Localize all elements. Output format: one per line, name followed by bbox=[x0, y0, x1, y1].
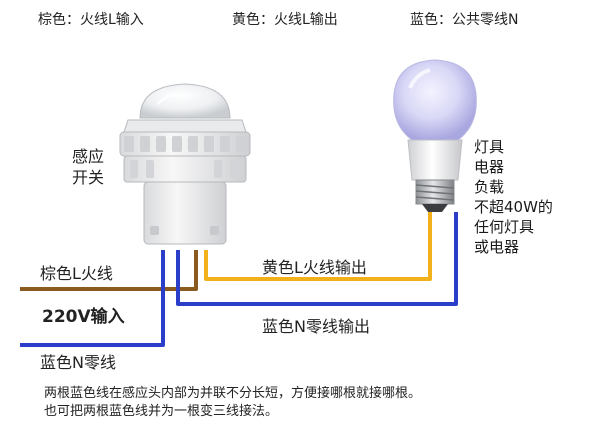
blue-neutral-output-label: 蓝色N零线输出 bbox=[262, 317, 370, 336]
load-label-line4: 不超40W的 bbox=[474, 198, 553, 216]
load-label: 灯具 电器 负载 不超40W的 任何灯具 或电器 bbox=[474, 137, 553, 257]
load-label-line3: 负载 bbox=[474, 178, 505, 196]
load-label-line6: 或电器 bbox=[474, 238, 520, 256]
input-voltage-label: 220V输入 bbox=[42, 307, 125, 327]
sensor-label-line2: 开关 bbox=[72, 168, 105, 187]
load-label-line1: 灯具 bbox=[474, 138, 505, 156]
wire-brown-input bbox=[20, 250, 198, 291]
load-label-line2: 电器 bbox=[474, 158, 505, 176]
blue-neutral-input-label: 蓝色N零线 bbox=[40, 353, 116, 372]
sensor-label-line1: 感应 bbox=[72, 147, 105, 166]
wire-blue-input bbox=[20, 250, 165, 347]
yellow-live-output-label: 黄色L火线输出 bbox=[262, 258, 367, 277]
brown-live-input-label: 棕色L火线 bbox=[40, 264, 113, 283]
note-line-1: 两根蓝色线在感应头内部为并联不分长短，方便接哪根就接哪根。 bbox=[44, 386, 422, 401]
sensor-switch-label: 感应 开关 bbox=[72, 146, 112, 188]
wire-yellow-output bbox=[204, 212, 432, 281]
wires bbox=[20, 212, 458, 347]
legend-brown: 棕色：火线L输入 bbox=[38, 12, 144, 28]
legend-yellow: 黄色：火线L输出 bbox=[232, 12, 338, 28]
legend-blue: 蓝色：公共零线N bbox=[410, 12, 519, 28]
load-label-line5: 任何灯具 bbox=[474, 218, 535, 236]
sensor-switch bbox=[119, 83, 251, 245]
light-bulb bbox=[393, 59, 477, 212]
wire-blue-output bbox=[176, 212, 458, 306]
note-line-2: 也可把两根蓝色线并为一根变三线接法。 bbox=[44, 404, 279, 419]
